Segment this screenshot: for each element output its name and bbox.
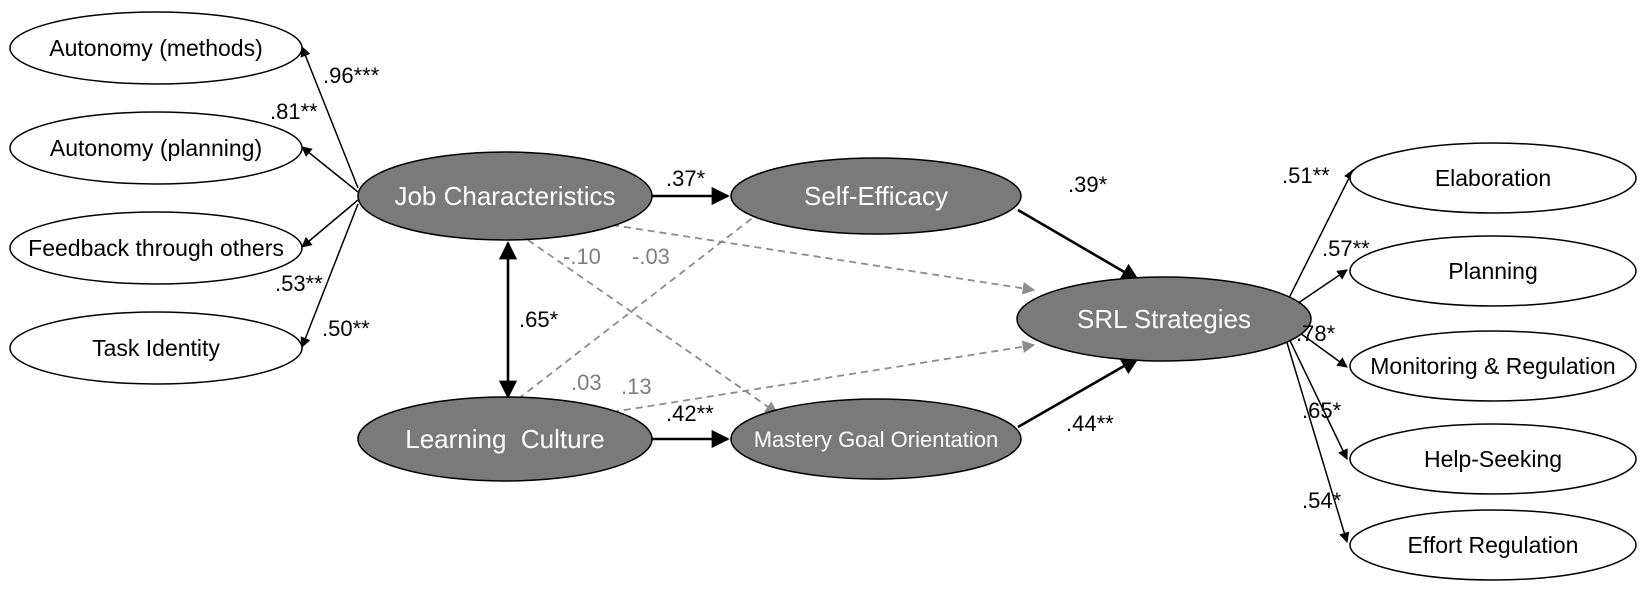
indicator-label: Task Identity (92, 335, 220, 361)
coef-jc-lc: .65* (519, 307, 559, 332)
indicator-label: Help-Seeking (1424, 446, 1562, 472)
indicator-label: Feedback through others (28, 235, 284, 261)
loading-label: .53** (275, 271, 323, 296)
coef-mgo-srl: .44** (1066, 411, 1114, 436)
loading-label: .65* (1302, 398, 1342, 423)
indicator-ellipse (1349, 235, 1637, 307)
loading-arrow-autonomy-planning (301, 146, 359, 193)
coef-jc-srl: .03 (571, 370, 602, 395)
coef-jc-mgo: -.10 (563, 244, 601, 269)
right-indicators: Elaboration Planning Monitoring & Regula… (1349, 142, 1637, 581)
coef-jc-se: .37* (666, 166, 706, 191)
loading-label: .96*** (323, 63, 380, 88)
indicator-ellipse (1349, 423, 1637, 495)
loading-arrow-effort-regulation (1281, 325, 1350, 544)
loading-label: .50** (322, 316, 370, 341)
indicator-label: Planning (1448, 258, 1538, 284)
loading-label: .54* (1302, 488, 1342, 513)
indicator-ellipse (9, 211, 303, 285)
indicator-label: Autonomy (methods) (49, 35, 262, 61)
node-mastery-goal-orientation-label: Mastery Goal Orientation (754, 427, 999, 452)
left-indicators: Autonomy (methods) Autonomy (planning) F… (9, 11, 303, 385)
node-self-efficacy-label: Self-Efficacy (804, 181, 948, 211)
indicator-label: Effort Regulation (1408, 532, 1579, 558)
left-loadings (300, 46, 359, 348)
significant-paths (498, 186, 1140, 449)
path-coefficient-labels: .37* .42** .39* .44** .65* -.10 -.03 .03… (519, 166, 1114, 436)
node-srl-strategies (1016, 276, 1312, 362)
left-loading-labels: .96*** .81** .53** .50** (270, 63, 380, 341)
loading-arrow-autonomy-methods (300, 46, 359, 189)
latent-constructs: Job Characteristics Learning Culture Sel… (357, 151, 1312, 482)
indicator-ellipse (1349, 142, 1637, 214)
node-self-efficacy (730, 157, 1022, 235)
indicator-ellipse (9, 11, 303, 85)
loading-arrow-elaboration (1281, 169, 1354, 313)
path-jc-mgo (527, 239, 779, 414)
coef-se-srl: .39* (1068, 172, 1108, 197)
node-srl-strategies-label: SRL Strategies (1077, 304, 1251, 334)
loading-label: .81** (270, 99, 318, 124)
nonsignificant-paths (517, 198, 1036, 414)
node-mastery-goal-orientation (730, 398, 1022, 480)
coef-lc-srl: .13 (621, 374, 652, 399)
loading-arrow-help-seeking (1281, 323, 1348, 460)
indicator-ellipse (9, 311, 303, 385)
right-loadings (1281, 169, 1354, 544)
path-se-srl (1017, 208, 1140, 282)
coef-lc-mgo: .42** (666, 401, 714, 426)
indicator-label: Monitoring & Regulation (1370, 353, 1615, 379)
node-learning-culture (357, 396, 653, 482)
indicator-ellipse (1349, 330, 1637, 402)
node-learning-culture-label: Learning Culture (405, 424, 604, 454)
indicator-ellipse (1349, 509, 1637, 581)
loading-label: .78* (1296, 321, 1336, 346)
loading-label: .51** (1282, 163, 1330, 188)
right-loading-labels: .51** .57** .78* .65* .54* (1282, 163, 1370, 513)
loading-label: .57** (1322, 236, 1370, 261)
path-mgo-srl (1017, 356, 1140, 429)
coef-lc-se: -.03 (632, 244, 670, 269)
node-job-characteristics (357, 151, 653, 241)
loading-arrow-feedback (301, 199, 359, 248)
path-jc-srl (611, 224, 1036, 295)
indicator-ellipse (9, 111, 303, 185)
path-lc-se (517, 198, 778, 400)
node-job-characteristics-label: Job Characteristics (394, 181, 615, 211)
indicator-label: Elaboration (1435, 165, 1551, 191)
loading-arrow-task-identity (300, 203, 359, 348)
indicator-label: Autonomy (planning) (50, 135, 262, 161)
